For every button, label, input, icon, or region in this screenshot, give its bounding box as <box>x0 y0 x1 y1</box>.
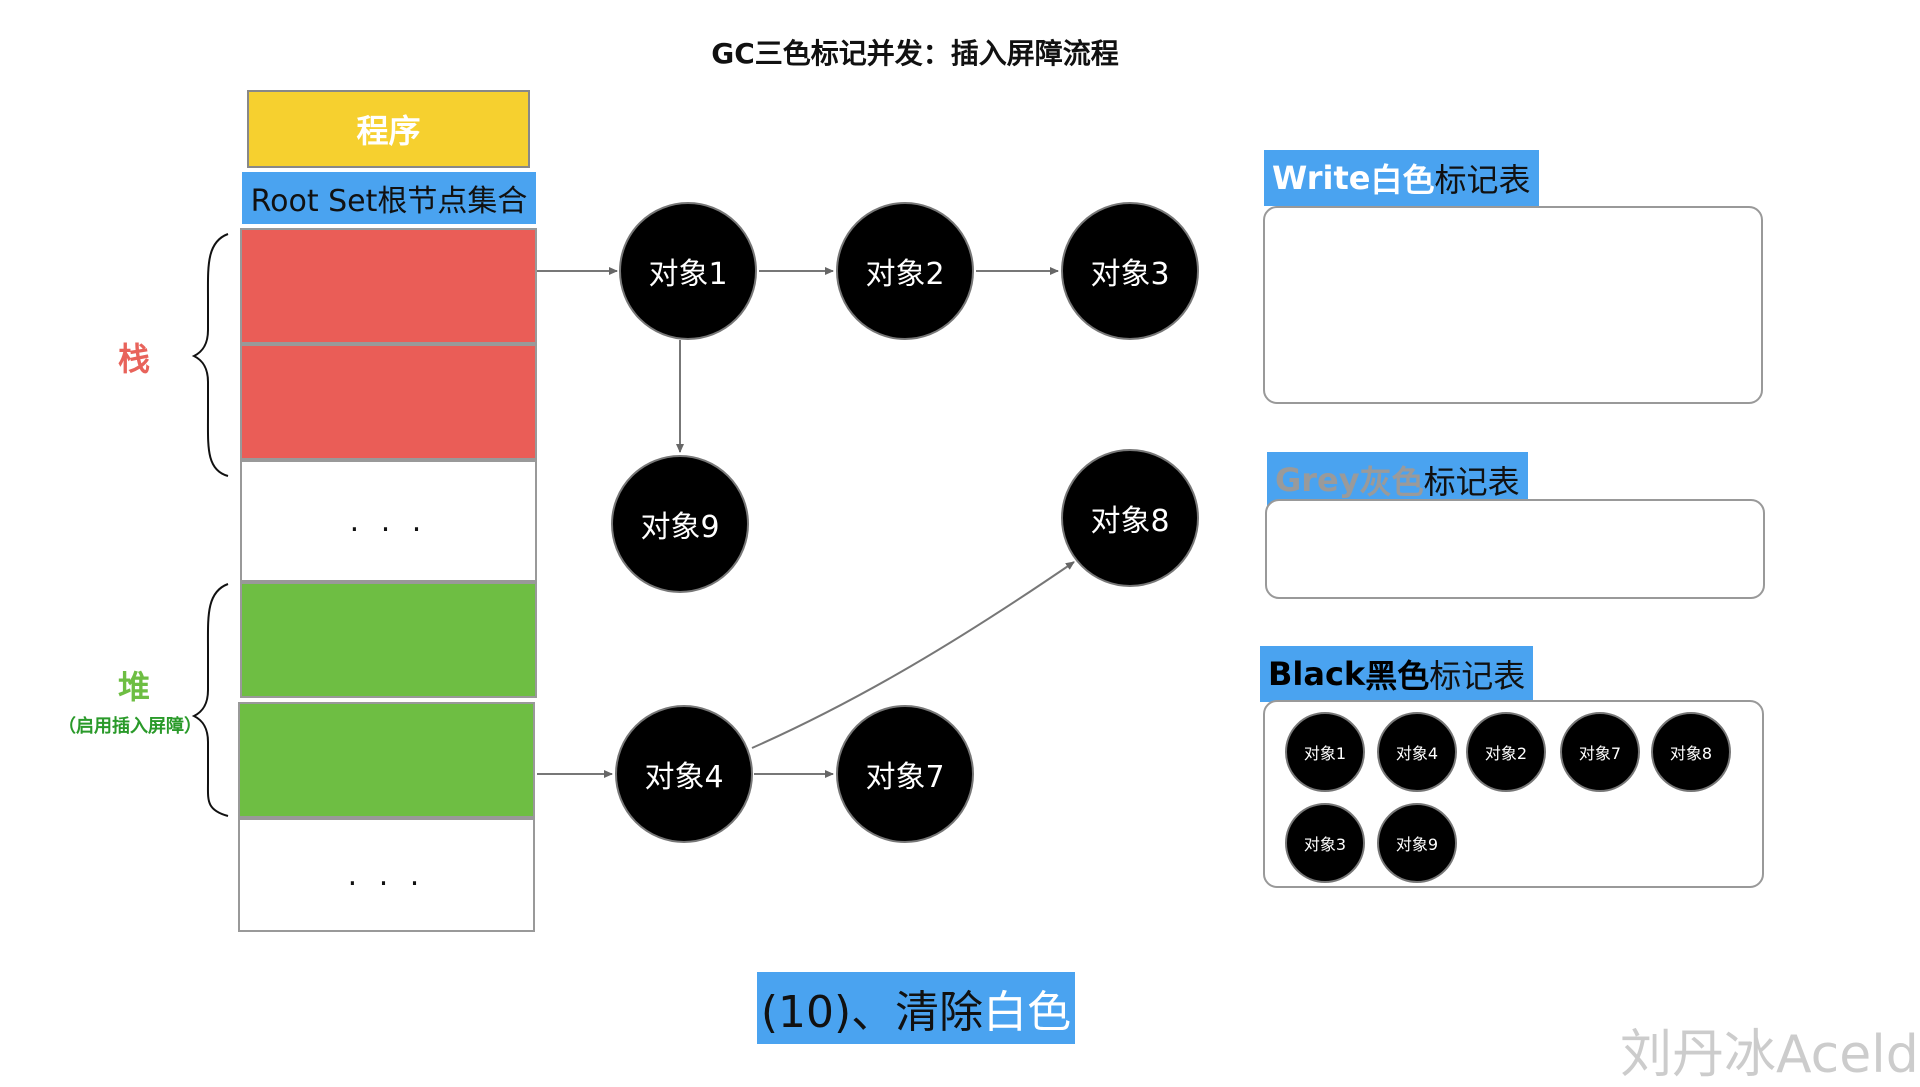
arrow-obj4-to-obj8 <box>751 561 1075 749</box>
heap-cell-2 <box>238 702 535 818</box>
heap-label: 堆 <box>118 668 151 706</box>
black-table-prefix: Black <box>1268 655 1366 693</box>
grey-table-color-word: 灰色 <box>1359 463 1424 501</box>
node-obj9: 对象9 <box>611 455 749 593</box>
black-table-item: 对象7 <box>1560 712 1640 792</box>
node-obj1: 对象1 <box>619 202 757 340</box>
node-obj3: 对象3 <box>1061 202 1199 340</box>
stack-cell-1 <box>240 228 537 344</box>
stack-cell-2 <box>240 344 537 460</box>
node-obj2: 对象2 <box>836 202 974 340</box>
black-table-item: 对象8 <box>1651 712 1731 792</box>
heap-ellipsis-cell: . . . <box>238 818 535 932</box>
black-table-item: 对象4 <box>1377 712 1457 792</box>
root-set-label: Root Set根节点集合 <box>242 172 536 224</box>
program-box: 程序 <box>247 90 530 168</box>
heap-cell-1 <box>240 582 537 698</box>
node-obj8: 对象8 <box>1061 449 1199 587</box>
black-table-label: Black 黑色标记表 <box>1260 646 1534 702</box>
white-table-suffix: 标记表 <box>1434 161 1531 199</box>
node-obj7: 对象7 <box>836 705 974 843</box>
diagram-title: GC三色标记并发：插入屏障流程 <box>711 37 1119 70</box>
heap-note: （启用插入屏障） <box>58 716 202 737</box>
step-caption: (10)、清除白色 <box>757 972 1075 1044</box>
grey-table-panel <box>1265 499 1765 599</box>
node-obj4: 对象4 <box>615 705 753 843</box>
stack-label: 栈 <box>118 340 151 378</box>
grey-table-label: Grey 灰色标记表 <box>1267 452 1528 508</box>
black-table-item: 对象1 <box>1285 712 1365 792</box>
stack-brace <box>191 233 229 477</box>
white-table-color-word: 白色 <box>1370 161 1435 199</box>
heap-brace <box>191 583 229 817</box>
stack-ellipsis-cell: . . . <box>240 460 537 582</box>
black-table-color-word: 黑色 <box>1365 657 1430 695</box>
grey-table-prefix: Grey <box>1275 461 1360 499</box>
step-caption-highlight: 白色 <box>983 987 1072 1038</box>
black-table-item: 对象3 <box>1285 803 1365 883</box>
white-table-label: Write 白色标记表 <box>1264 150 1539 206</box>
watermark: 刘丹冰Aceld <box>1620 1025 1919 1085</box>
black-table-item: 对象2 <box>1466 712 1546 792</box>
black-table-item: 对象9 <box>1377 803 1457 883</box>
grey-table-suffix: 标记表 <box>1423 463 1520 501</box>
white-table-prefix: Write <box>1272 159 1371 197</box>
step-caption-prefix: (10)、清除 <box>760 987 984 1038</box>
white-table-panel <box>1263 206 1763 404</box>
black-table-suffix: 标记表 <box>1429 657 1526 695</box>
